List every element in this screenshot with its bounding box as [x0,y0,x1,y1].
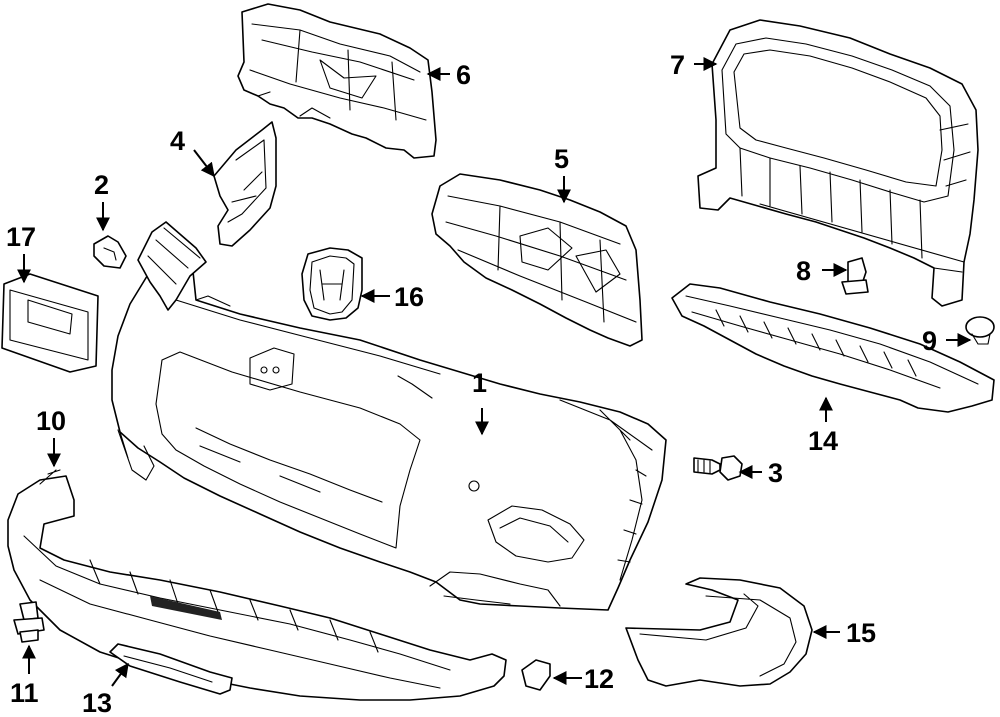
part-11-clip [13,601,45,643]
part-6-upper-absorber [237,3,437,159]
callout-12: 12 [584,664,614,694]
callout-14: 14 [808,426,838,456]
part-14-lower-absorber [671,283,995,413]
part-9-push-clip [965,316,995,345]
callout-4: 4 [170,126,185,156]
part-4-side-bracket [213,121,277,247]
callout-5: 5 [554,144,569,174]
callout-17: 17 [6,222,36,252]
leader-lines [17,57,972,687]
callout-7: 7 [670,50,685,80]
callout-6: 6 [456,60,471,90]
callout-9: 9 [922,326,937,356]
callout-15: 15 [846,618,876,648]
part-7-upper-cover [697,19,979,307]
part-8-push-clip [841,257,869,295]
callout-2: 2 [94,170,109,200]
callout-16: 16 [394,282,424,312]
part-3-screw [693,455,743,481]
part-12-clip [521,659,551,691]
callout-13: 13 [82,688,112,717]
callout-labels: 1 2 3 4 5 6 7 8 9 10 11 12 13 14 15 16 1… [6,50,937,717]
part-17-license-bracket [1,273,99,373]
callout-3: 3 [768,458,783,488]
part-16-emblem [301,247,363,321]
part-1-bumper-cover [111,221,667,611]
part-15-garnish [625,577,813,687]
callout-1: 1 [472,368,487,398]
part-5-grille-bracket [431,173,643,347]
part-13-bracket [109,643,233,695]
callout-8: 8 [796,256,811,286]
part-2-clip [93,235,127,269]
callout-10: 10 [36,406,66,436]
callout-11: 11 [10,678,39,708]
